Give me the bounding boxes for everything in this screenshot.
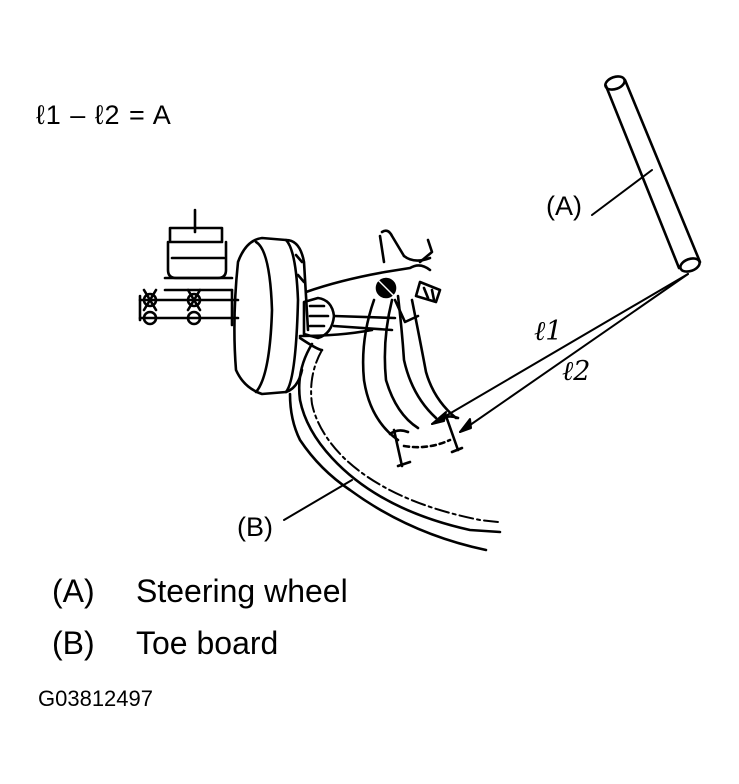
distance-formula: ℓ1 – ℓ2 = A: [36, 100, 172, 130]
master-cylinder-reservoir: [163, 208, 234, 292]
brake-pedal-arm: [361, 294, 464, 468]
master-cylinder-body: [138, 288, 240, 327]
callout-a-label: (A): [546, 191, 582, 221]
callout-l2-label: ℓ2: [562, 356, 591, 387]
callout-b-label: (B): [237, 512, 273, 542]
callout-l1-label: ℓ1: [534, 316, 563, 347]
leader-b: [283, 479, 353, 521]
pushrod-clevis: [302, 296, 397, 340]
pedal-bracket: [298, 229, 442, 338]
legend-text-toe-board: Toe board: [136, 625, 279, 661]
legend-text-steering-wheel: Steering wheel: [136, 573, 348, 609]
leader-a: [591, 169, 653, 216]
measurement-lines: [431, 273, 689, 433]
steering-wheel-rim: [604, 75, 702, 273]
figure-id: G03812497: [38, 686, 153, 711]
toe-board: [288, 336, 502, 552]
brake-booster: [233, 236, 310, 396]
legend-key-b: (B): [52, 625, 95, 661]
legend-key-a: (A): [52, 573, 95, 609]
